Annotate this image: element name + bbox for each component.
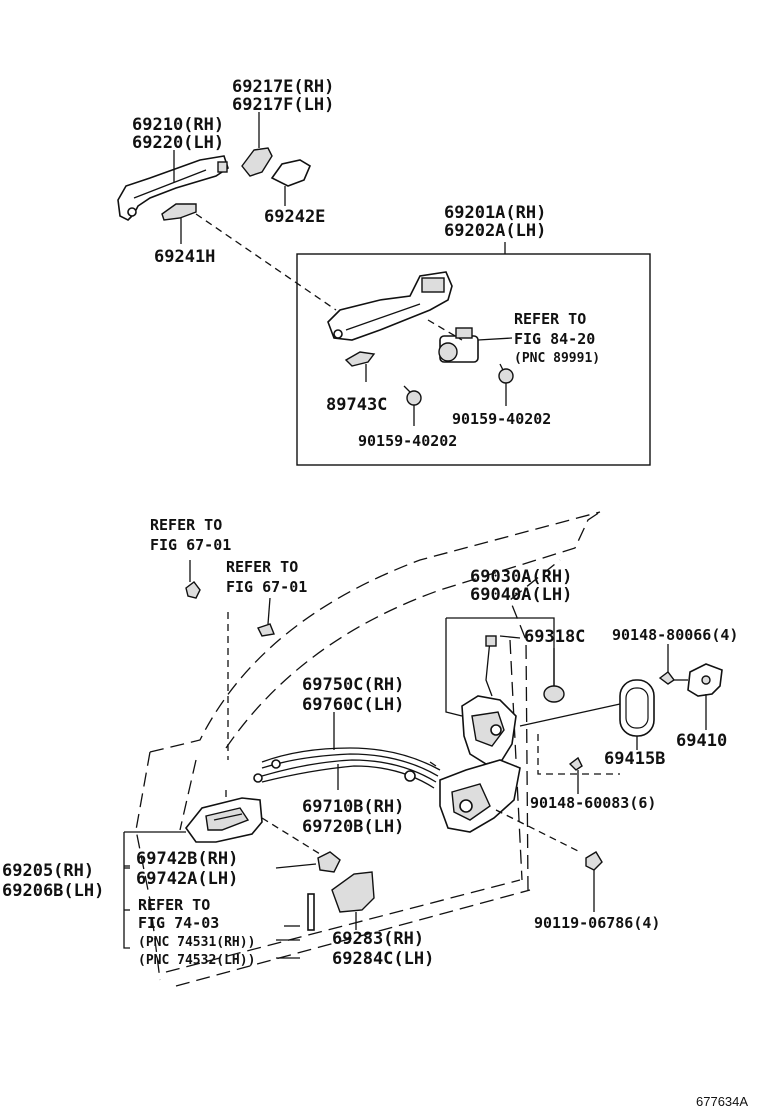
screw-90119-06786 (585, 851, 603, 871)
pin-fig7403 (307, 893, 315, 931)
bracket-69742B (317, 851, 341, 873)
label-pnc74532: (PNC 74532(LH)) (138, 953, 255, 968)
cover-69242E (270, 159, 312, 187)
label-refer-fig6701-b: REFER TO (226, 558, 298, 576)
outside-handle-frame (327, 271, 453, 341)
label-90119-06786: 90119-06786(4) (534, 914, 660, 932)
label-69205: 69205(RH) (2, 861, 94, 881)
label-90159-upper: 90159-40202 (452, 410, 551, 428)
label-69742A: 69742A(LH) (136, 869, 238, 889)
label-69720B: 69720B(LH) (302, 817, 404, 837)
clip-89743C (344, 351, 376, 367)
label-fig6701-b: FIG 67-01 (226, 578, 307, 596)
label-89743C: 89743C (326, 395, 387, 415)
label-69283: 69283(RH) (332, 929, 424, 949)
label-69030A: 69030A(RH) (470, 567, 572, 587)
label-69201A: 69201A(RH) (444, 203, 546, 223)
lock-rod (485, 639, 493, 697)
screw-90148-60083 (568, 756, 583, 771)
screw-fig6701 (257, 623, 275, 637)
label-fig7403: FIG 74-03 (138, 914, 219, 932)
handle-frame-69210 (117, 155, 229, 221)
label-69202A: 69202A(LH) (444, 221, 546, 241)
pad-69241H (161, 203, 197, 221)
label-69760C: 69760C(LH) (302, 695, 404, 715)
lock-cables (253, 747, 441, 789)
label-69206B: 69206B(LH) (2, 881, 104, 901)
grommet-fig6701 (185, 581, 201, 599)
label-69410: 69410 (676, 731, 727, 751)
label-69217E: 69217E(RH) (232, 77, 334, 97)
bolt-90159-b (498, 368, 514, 384)
assembly-box-69201A (296, 253, 651, 466)
bolt-90159-a (406, 390, 422, 406)
label-refer-fig7403: REFER TO (138, 896, 210, 914)
grommet-69318C (543, 685, 565, 703)
label-refer-fig8420: REFER TO (514, 310, 586, 328)
label-69040A: 69040A(LH) (470, 585, 572, 605)
label-69415B: 69415B (604, 749, 665, 769)
label-pnc89991: (PNC 89991) (514, 351, 600, 366)
label-refer-fig6701-a: REFER TO (150, 516, 222, 534)
label-pnc74531: (PNC 74531(RH)) (138, 935, 255, 950)
label-69242E: 69242E (264, 207, 325, 227)
screw-90148-80066 (658, 671, 676, 685)
label-69220: 69220(LH) (132, 133, 224, 153)
handle-cap-69217 (241, 147, 273, 177)
label-69750C: 69750C(RH) (302, 675, 404, 695)
key-cylinder-module (438, 327, 479, 363)
drawing-id: 677634A (696, 1094, 748, 1109)
label-69210: 69210(RH) (132, 115, 224, 135)
label-69318C: 69318C (524, 627, 585, 647)
label-69710B: 69710B(RH) (302, 797, 404, 817)
striker-69410 (687, 663, 723, 730)
label-69217F: 69217F(LH) (232, 95, 334, 115)
door-outline (135, 511, 601, 987)
cover-69283 (331, 871, 375, 913)
inside-handle-69205 (184, 797, 263, 843)
door-lock-assembly (439, 695, 521, 833)
label-90148-60083: 90148-60083(6) (530, 794, 656, 812)
label-69742B: 69742B(RH) (136, 849, 238, 869)
label-90159-lower: 90159-40202 (358, 432, 457, 450)
label-fig8420: FIG 84-20 (514, 330, 595, 348)
label-69284C: 69284C(LH) (332, 949, 434, 969)
label-90148-80066: 90148-80066(4) (612, 626, 738, 644)
label-fig6701-a: FIG 67-01 (150, 536, 231, 554)
label-69241H: 69241H (154, 247, 215, 267)
